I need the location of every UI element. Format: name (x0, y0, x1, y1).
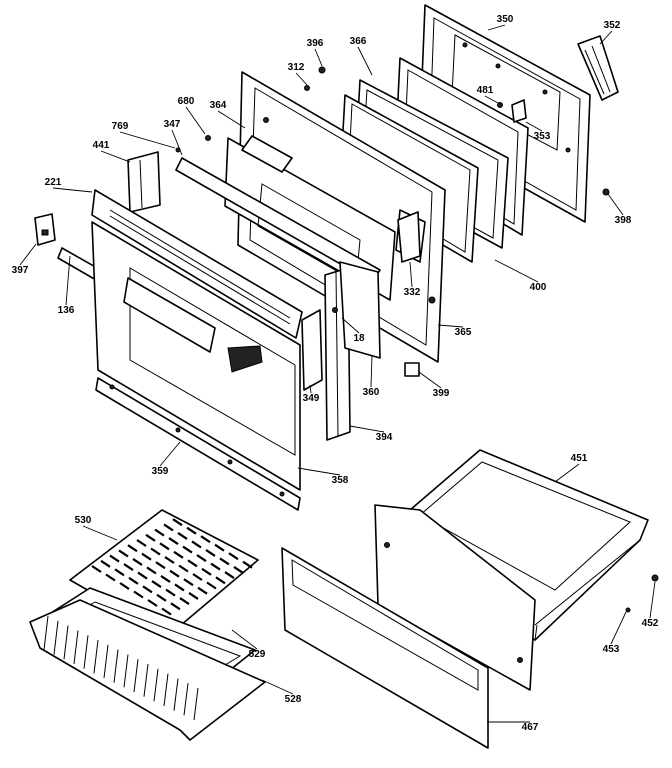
leader-line-399 (418, 371, 442, 389)
part-label-400: 400 (530, 282, 547, 293)
part-label-452: 452 (642, 618, 659, 629)
part-label-680: 680 (178, 96, 195, 107)
part-label-136: 136 (58, 305, 75, 316)
part-label-365: 365 (455, 327, 472, 338)
part-label-451: 451 (571, 453, 588, 464)
leader-line-529 (231, 629, 258, 650)
leader-line-452 (649, 581, 656, 619)
leader-line-481 (484, 95, 501, 105)
part-label-358: 358 (332, 475, 349, 486)
leader-line-353 (525, 121, 543, 132)
control-panel-trim (91, 189, 303, 339)
part-label-221: 221 (45, 177, 62, 188)
leader-line-360 (370, 354, 373, 388)
part-label-396: 396 (307, 38, 324, 49)
leader-line-530 (82, 525, 118, 541)
leader-line-769 (119, 131, 176, 149)
part-label-481: 481 (477, 85, 494, 96)
part-label-394: 394 (376, 432, 393, 443)
part-label-529: 529 (249, 649, 266, 660)
part-label-528: 528 (285, 694, 302, 705)
part-label-359: 359 (152, 466, 169, 477)
part-label-349: 349 (303, 393, 320, 404)
part-label-530: 530 (75, 515, 92, 526)
drawer-pin (625, 607, 631, 613)
part-label-353: 353 (534, 131, 551, 142)
part-label-352: 352 (604, 20, 621, 31)
leader-line-332 (409, 261, 413, 288)
leader-line-352 (599, 30, 613, 45)
part-label-364: 364 (210, 100, 227, 111)
leader-line-441 (100, 150, 131, 163)
leader-line-347 (171, 129, 183, 156)
door-latch (397, 211, 421, 263)
leader-line-359 (159, 441, 181, 467)
leader-line-221 (52, 187, 93, 193)
part-label-332: 332 (404, 287, 421, 298)
leader-line-365 (437, 324, 464, 328)
leader-line-400 (494, 259, 539, 283)
part-label-453: 453 (603, 644, 620, 655)
part-label-399: 399 (433, 388, 450, 399)
drawer-front (281, 547, 489, 749)
leader-line-364 (217, 110, 246, 129)
part-label-398: 398 (615, 215, 632, 226)
door-bumper (404, 362, 420, 377)
part-label-397: 397 (12, 265, 29, 276)
outer-door-panel (91, 221, 301, 491)
leader-line-358 (297, 467, 341, 476)
part-label-360: 360 (363, 387, 380, 398)
leader-line-18 (341, 317, 360, 334)
leader-line-453 (610, 611, 627, 645)
side-trim-piece (301, 309, 323, 391)
leader-line-680 (185, 106, 206, 135)
side-clip (34, 213, 56, 246)
part-label-769: 769 (112, 121, 129, 132)
part-label-467: 467 (522, 722, 539, 733)
door-hinge (577, 35, 619, 101)
oven-rack (29, 599, 266, 741)
leader-line-528 (261, 679, 294, 695)
part-label-18: 18 (353, 333, 365, 344)
leader-line-312 (295, 72, 308, 86)
part-label-312: 312 (288, 62, 305, 73)
part-label-366: 366 (350, 36, 367, 47)
leader-line-366 (357, 46, 373, 76)
left-bracket (127, 151, 161, 213)
part-label-441: 441 (93, 140, 110, 151)
part-label-347: 347 (164, 119, 181, 130)
leader-line-451 (554, 463, 580, 483)
leader-line-397 (19, 243, 37, 266)
leader-line-394 (349, 425, 385, 433)
leader-line-136 (65, 255, 71, 306)
door-bottom-trim (95, 377, 301, 511)
leader-line-349 (309, 384, 312, 394)
leader-line-350 (487, 24, 506, 31)
leader-line-398 (607, 193, 624, 216)
leader-line-396 (314, 48, 323, 67)
fasteners (175, 66, 610, 196)
drawer-side-panel (374, 504, 536, 691)
part-label-350: 350 (497, 14, 514, 25)
drawer-screw (651, 574, 659, 582)
